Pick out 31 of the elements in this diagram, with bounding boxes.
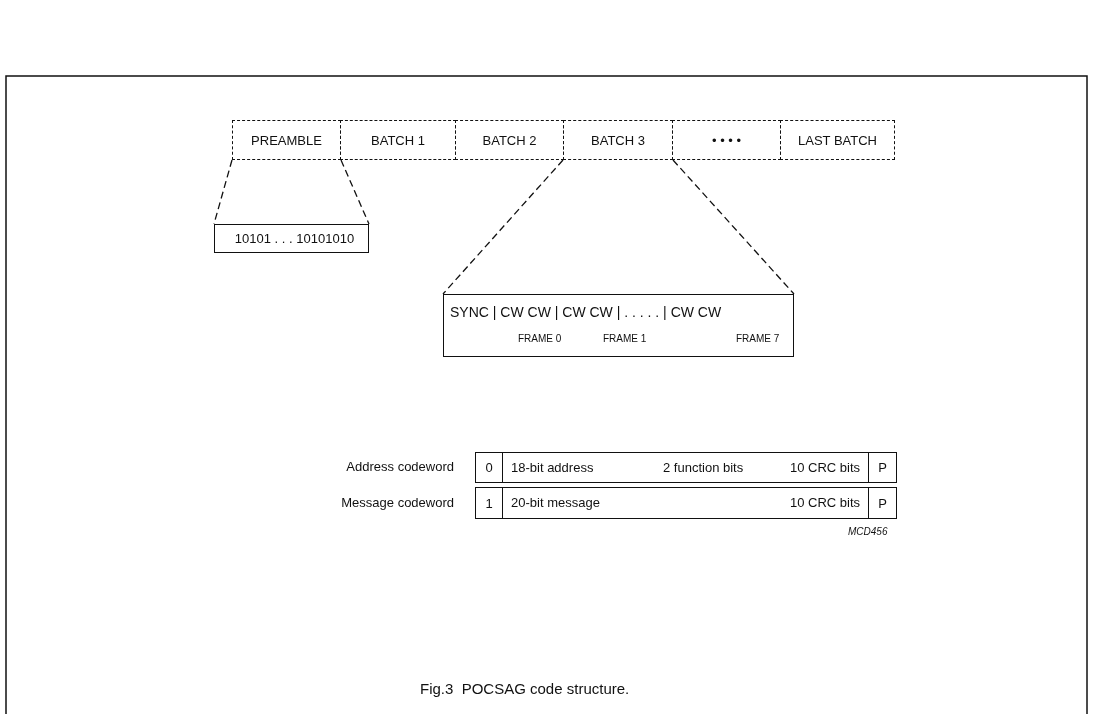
field-label: 10 CRC bits [789,495,860,510]
field-cell [502,452,869,483]
frame-label: FRAME 1 [603,333,647,344]
field-label: 10 CRC bits [789,460,860,475]
preamble-box: 10101 . . . 10101010 [214,224,369,253]
batch-cell: PREAMBLE [232,120,341,160]
field-cell [502,487,869,519]
field-cell: P [868,487,897,519]
row-label: Message codeword [341,495,454,510]
field-label: 20-bit message [511,495,600,510]
batch-cell: BATCH 1 [340,120,456,160]
batch-detail-box [443,294,794,357]
batch-cell: • • • • [672,120,781,160]
expansion-line [213,159,233,225]
figure-code: MCD456 [848,526,888,537]
batch-cell: BATCH 2 [455,120,564,160]
figure-caption: Fig.3 POCSAG code structure. [420,680,630,697]
frame-label: FRAME 0 [518,333,562,344]
field-label: 2 function bits [663,460,744,475]
field-cell: P [868,452,897,483]
frame-label: FRAME 7 [736,333,780,344]
batch-cell: LAST BATCH [780,120,895,160]
field-label: 18-bit address [511,460,594,475]
frame-text: SYNC | CW CW | CW CW | . . . . . | CW CW [450,304,722,320]
batch-cell: BATCH 3 [563,120,673,160]
row-label: Address codeword [346,459,454,474]
field-cell: 0 [475,452,503,483]
expansion-line [672,159,795,295]
expansion-line [340,159,370,225]
expansion-line [442,159,564,295]
field-cell: 1 [475,487,503,519]
